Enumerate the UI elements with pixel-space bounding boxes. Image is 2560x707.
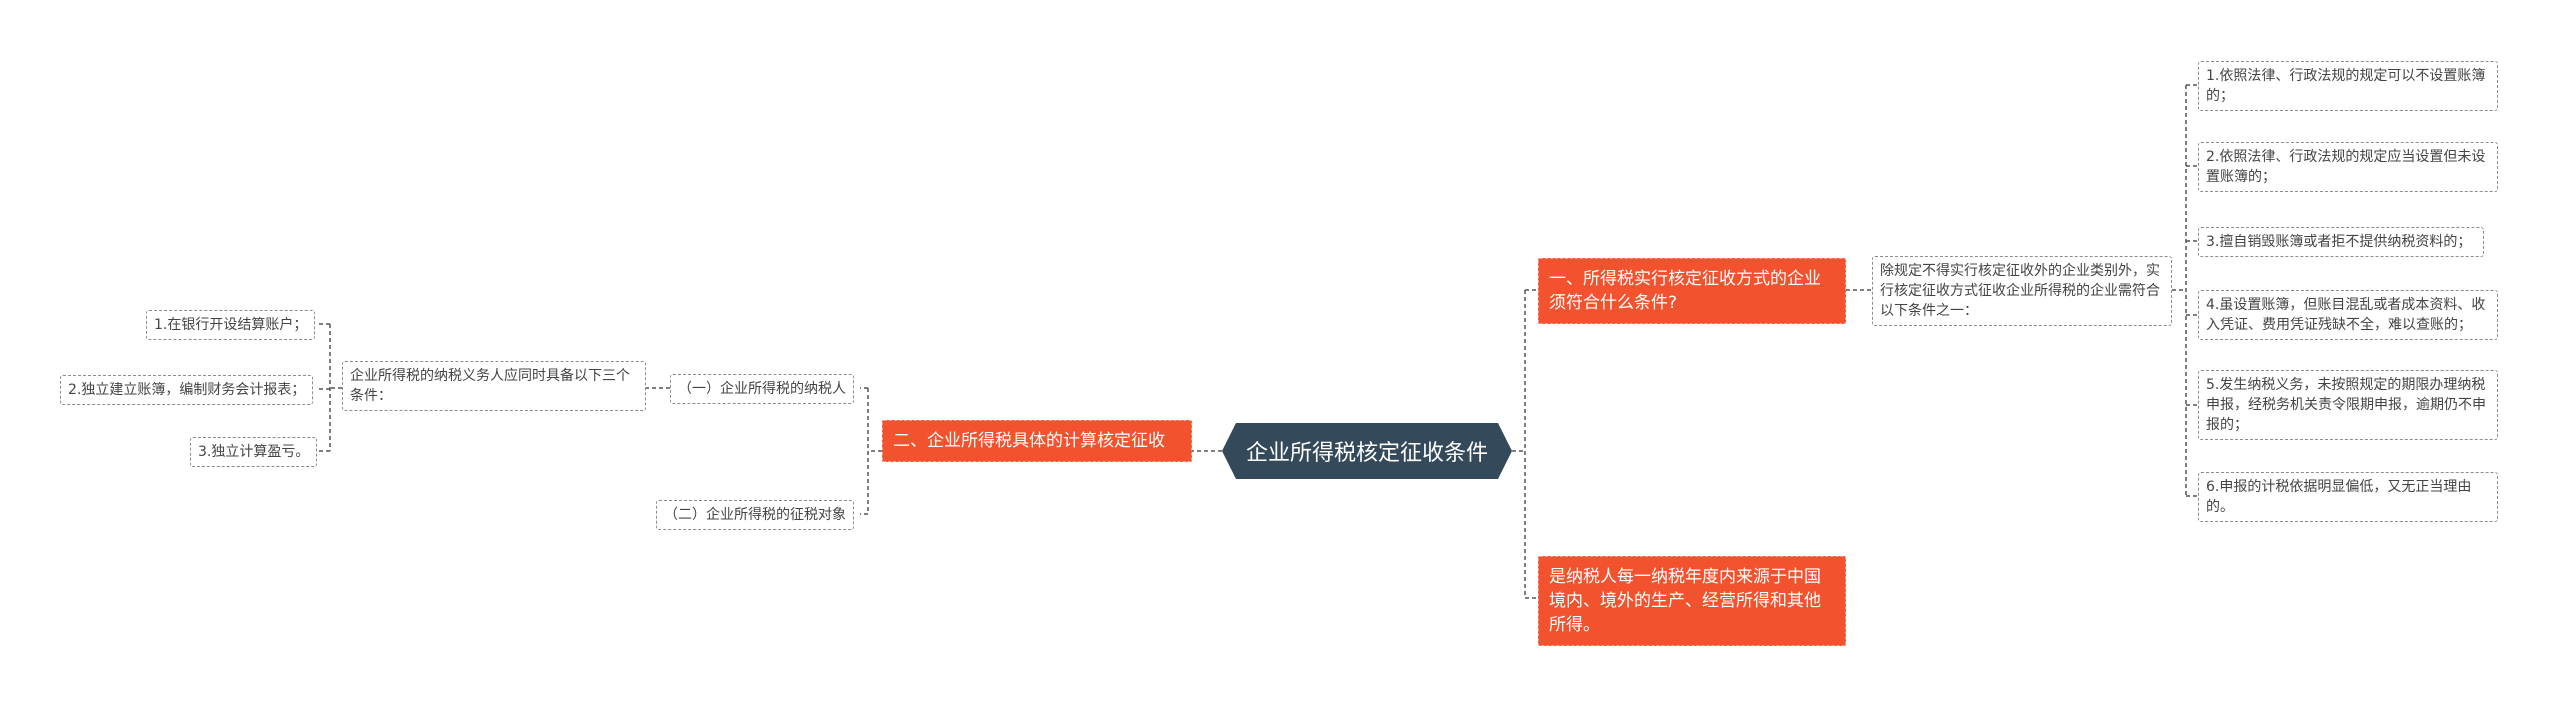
root-title: 企业所得税核定征收条件 xyxy=(1245,441,1488,466)
branch-definition-node[interactable]: 是纳税人每一纳税年度内来源于中国境内、境外的生产、经营所得和其他所得。 xyxy=(1538,556,1846,646)
right-item-2-node[interactable]: 2.依照法律、行政法规的规定应当设置但未设置账簿的； xyxy=(2198,142,2498,192)
condition-2-node[interactable]: 2.独立建立账簿，编制财务会计报表； xyxy=(60,375,314,405)
conditions-intro-node[interactable]: 企业所得税的纳税义务人应同时具备以下三个条件： xyxy=(342,361,646,411)
right-item-1-label: 1.依照法律、行政法规的规定可以不设置账簿的； xyxy=(2206,68,2486,104)
right-item-3-node[interactable]: 3.擅自销毁账簿或者拒不提供纳税资料的； xyxy=(2198,227,2484,257)
right-item-3-label: 3.擅自销毁账簿或者拒不提供纳税资料的； xyxy=(2206,234,2472,250)
condition-1-node[interactable]: 1.在银行开设结算账户； xyxy=(146,310,316,340)
branch-calculation-title: 二、企业所得税具体的计算核定征收 xyxy=(893,431,1165,451)
branch-conditions-title: 一、所得税实行核定征收方式的企业须符合什么条件? xyxy=(1549,269,1821,313)
branch-definition-title: 是纳税人每一纳税年度内来源于中国境内、境外的生产、经营所得和其他所得。 xyxy=(1549,567,1821,635)
condition-3-node[interactable]: 3.独立计算盈亏。 xyxy=(190,437,318,467)
right-item-6-label: 6.申报的计税依据明显偏低，又无正当理由的。 xyxy=(2206,479,2472,515)
tax-object-node[interactable]: （二）企业所得税的征税对象 xyxy=(656,500,854,530)
right-item-1-node[interactable]: 1.依照法律、行政法规的规定可以不设置账簿的； xyxy=(2198,61,2498,111)
right-item-6-node[interactable]: 6.申报的计税依据明显偏低，又无正当理由的。 xyxy=(2198,472,2498,522)
right-item-4-node[interactable]: 4.虽设置账簿，但账目混乱或者成本资料、收入凭证、费用凭证残缺不全，难以查账的； xyxy=(2198,290,2498,340)
right-intro-node[interactable]: 除规定不得实行核定征收外的企业类别外，实行核定征收方式征收企业所得税的企业需符合… xyxy=(1872,256,2172,326)
condition-3-label: 3.独立计算盈亏。 xyxy=(198,444,310,460)
branch-calculation-node[interactable]: 二、企业所得税具体的计算核定征收 xyxy=(882,420,1192,462)
right-item-2-label: 2.依照法律、行政法规的规定应当设置但未设置账簿的； xyxy=(2206,149,2486,185)
root-node[interactable]: 企业所得税核定征收条件 xyxy=(1222,423,1512,479)
conditions-intro-label: 企业所得税的纳税义务人应同时具备以下三个条件： xyxy=(350,368,630,404)
right-item-5-label: 5.发生纳税义务，未按照规定的期限办理纳税申报，经税务机关责令限期申报，逾期仍不… xyxy=(2206,377,2486,433)
tax-object-label: （二）企业所得税的征税对象 xyxy=(664,507,846,523)
condition-2-label: 2.独立建立账簿，编制财务会计报表； xyxy=(68,382,306,398)
right-intro-label: 除规定不得实行核定征收外的企业类别外，实行核定征收方式征收企业所得税的企业需符合… xyxy=(1880,263,2160,319)
right-item-5-node[interactable]: 5.发生纳税义务，未按照规定的期限办理纳税申报，经税务机关责令限期申报，逾期仍不… xyxy=(2198,370,2498,440)
taxpayer-label: （一）企业所得税的纳税人 xyxy=(678,381,846,397)
taxpayer-node[interactable]: （一）企业所得税的纳税人 xyxy=(670,374,854,404)
right-item-4-label: 4.虽设置账簿，但账目混乱或者成本资料、收入凭证、费用凭证残缺不全，难以查账的； xyxy=(2206,297,2486,333)
branch-conditions-node[interactable]: 一、所得税实行核定征收方式的企业须符合什么条件? xyxy=(1538,258,1846,324)
condition-1-label: 1.在银行开设结算账户； xyxy=(154,317,308,333)
